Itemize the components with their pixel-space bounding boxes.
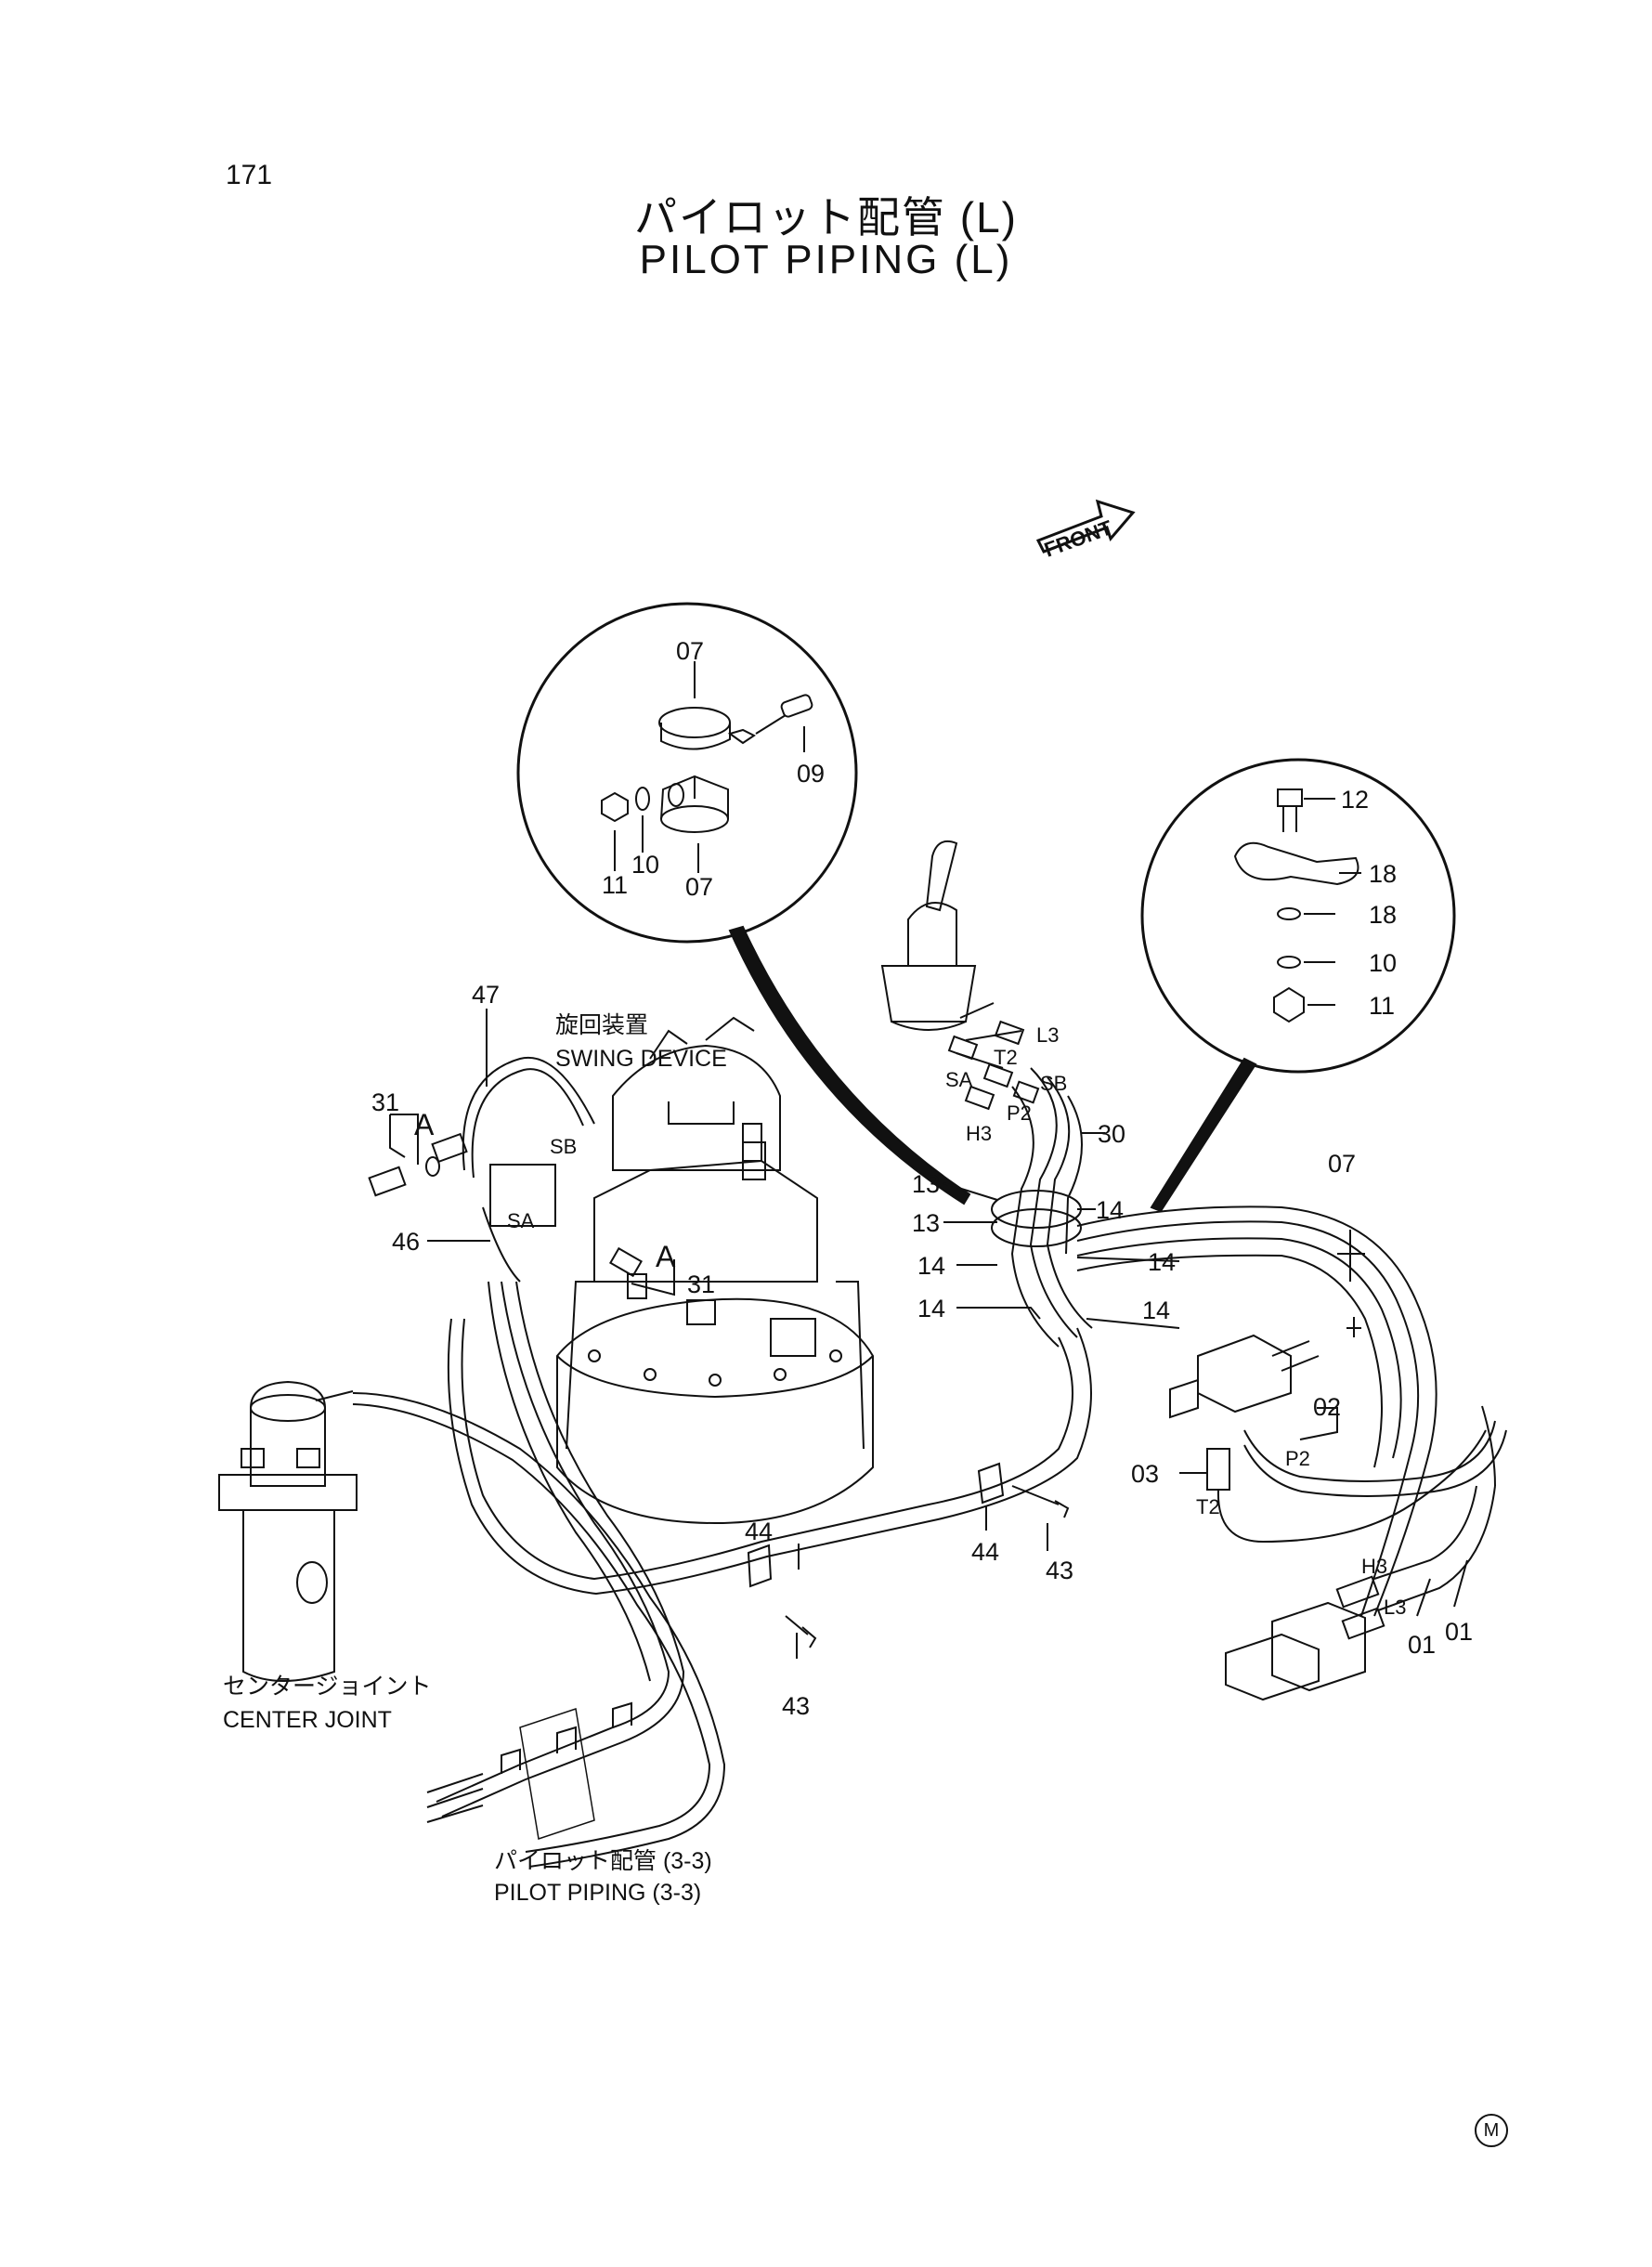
page-number: 171 xyxy=(226,160,273,190)
callout-31-right: 31 xyxy=(687,1270,715,1298)
center-joint xyxy=(218,1380,726,1868)
callout-46: 46 xyxy=(392,1228,420,1256)
corner-mark: M xyxy=(1475,2114,1508,2147)
detail-circle-left: 07 09 11 10 07 xyxy=(516,602,858,944)
callout-03: 03 xyxy=(1131,1460,1159,1488)
page-title: PILOT PIPING (L) xyxy=(639,237,1013,282)
label-11-right: 11 xyxy=(1369,992,1395,1020)
leader-lines xyxy=(389,1009,1468,1659)
swing-hoses xyxy=(368,1056,762,1283)
callout-43-right: 43 xyxy=(1046,1557,1073,1584)
caption-center-joint: CENTER JOINT xyxy=(223,1707,392,1733)
callout-14-c: 14 xyxy=(917,1295,945,1322)
label-07-top: 07 xyxy=(676,637,704,665)
front-label: FRONT xyxy=(1041,515,1115,562)
label-18-top: 18 xyxy=(1369,860,1397,888)
port-SA: SA xyxy=(945,1068,973,1091)
callout-43-left: 43 xyxy=(782,1692,810,1720)
front-arrow: FRONT xyxy=(1035,499,1136,562)
lower-pipes xyxy=(426,1281,685,1840)
callout-01-b: 01 xyxy=(1445,1618,1473,1646)
port-SB-swing: SB xyxy=(550,1135,577,1158)
hose-bundle xyxy=(447,1067,1437,1617)
callout-07: 07 xyxy=(1328,1150,1356,1178)
caption-center-joint-jp: センタージョイント xyxy=(223,1674,432,1700)
port-P2: P2 xyxy=(1007,1101,1032,1125)
label-10: 10 xyxy=(631,851,659,879)
port-SA-swing: SA xyxy=(507,1209,535,1232)
caption-pilot-piping: PILOT PIPING (3-3) xyxy=(494,1880,701,1906)
callout-30: 30 xyxy=(1098,1120,1125,1148)
callout-14-d: 14 xyxy=(1148,1248,1176,1276)
port-P2-lower: P2 xyxy=(1285,1447,1310,1470)
port-T2: T2 xyxy=(994,1046,1018,1069)
leader-right xyxy=(1150,1057,1257,1213)
label-11: 11 xyxy=(602,871,628,899)
pilot-valve xyxy=(880,840,1040,1111)
clamps xyxy=(747,1462,1070,1648)
label-18-bottom: 18 xyxy=(1369,901,1397,929)
swing-device xyxy=(489,1016,874,1525)
callout-44-left: 44 xyxy=(745,1518,773,1545)
label-10-right: 10 xyxy=(1369,949,1397,977)
label-09: 09 xyxy=(797,760,825,788)
port-H3: H3 xyxy=(966,1122,992,1145)
callout-44-right: 44 xyxy=(971,1538,999,1566)
callout-47: 47 xyxy=(472,981,500,1009)
port-T2-lower: T2 xyxy=(1196,1495,1220,1518)
caption-swing-device-jp: 旋回装置 xyxy=(555,1012,648,1038)
port-SB: SB xyxy=(1040,1072,1067,1095)
callout-14-b: 14 xyxy=(917,1252,945,1280)
callout-A-left: A xyxy=(414,1108,435,1141)
caption-swing-device: SWING DEVICE xyxy=(555,1046,727,1072)
callout-A-right: A xyxy=(656,1240,676,1273)
callout-13-top: 13 xyxy=(912,1170,940,1198)
callout-14-e: 14 xyxy=(1142,1296,1170,1324)
callout-01-a: 01 xyxy=(1408,1631,1436,1659)
right-valves xyxy=(1169,1230,1507,1701)
label-12: 12 xyxy=(1341,786,1369,814)
detail-circle-right: 12 18 18 10 11 xyxy=(1140,758,1456,1074)
page-title-jp: パイロット配管 (L) xyxy=(634,193,1018,241)
port-L3-lower: L3 xyxy=(1384,1596,1406,1619)
port-L3: L3 xyxy=(1036,1023,1059,1047)
callout-31-left: 31 xyxy=(371,1088,399,1116)
leader-left xyxy=(728,925,971,1205)
callout-02: 02 xyxy=(1313,1393,1341,1421)
label-07-bottom: 07 xyxy=(685,873,713,901)
port-H3-lower: H3 xyxy=(1361,1555,1387,1578)
callout-14-a: 14 xyxy=(1096,1196,1124,1224)
callout-13-bottom: 13 xyxy=(912,1209,940,1237)
caption-pilot-piping-jp: パイロット配管 (3-3) xyxy=(494,1848,712,1874)
